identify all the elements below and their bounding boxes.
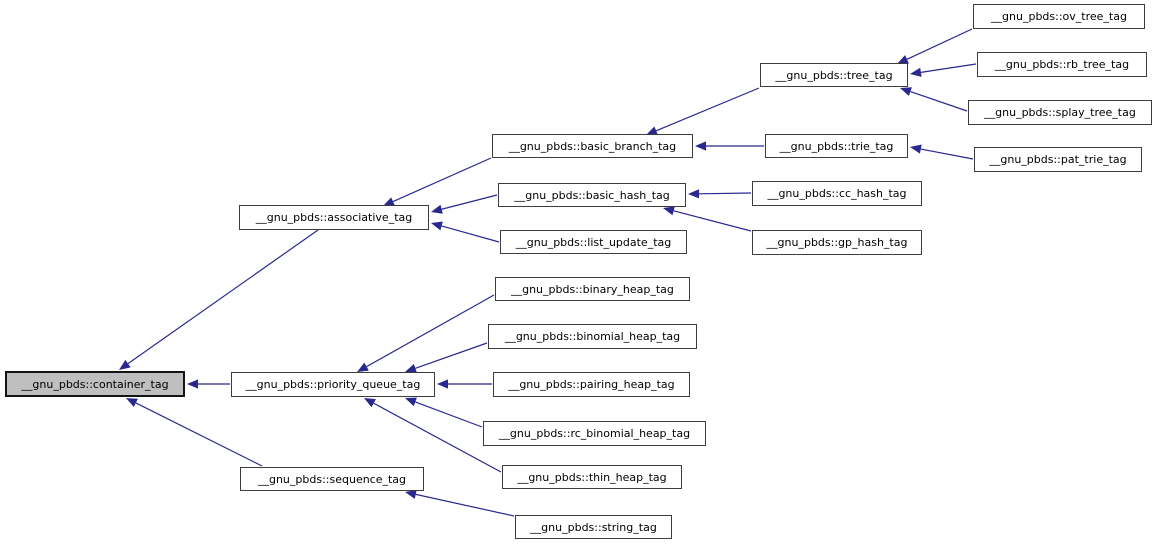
- node-ov_tree_tag[interactable]: __gnu_pbds::ov_tree_tag: [973, 4, 1145, 29]
- node-pairing_heap_tag[interactable]: __gnu_pbds::pairing_heap_tag: [493, 372, 690, 397]
- node-label-sequence_tag: __gnu_pbds::sequence_tag: [257, 472, 407, 486]
- node-string_tag[interactable]: __gnu_pbds::string_tag: [515, 515, 672, 539]
- arrowhead-rb_tree_tag-to-tree_tag: [910, 67, 922, 77]
- arrowhead-trie_tag-to-basic_branch_tag: [695, 141, 706, 151]
- edge-basic_hash_tag-to-associative_tag: [441, 194, 498, 210]
- node-label-ov_tree_tag: __gnu_pbds::ov_tree_tag: [991, 10, 1127, 23]
- node-label-thin_heap_tag: __gnu_pbds::thin_heap_tag: [517, 470, 667, 484]
- edge-rb_tree_tag-to-tree_tag: [920, 63, 977, 73]
- arrowhead-ov_tree_tag-to-tree_tag: [897, 55, 909, 64]
- edge-cc_hash_tag-to-basic_hash_tag: [698, 192, 752, 195]
- arrowhead-cc_hash_tag-to-basic_hash_tag: [688, 189, 700, 199]
- arrowhead-priority_queue_tag-to-container_tag: [187, 379, 198, 389]
- node-gp_hash_tag[interactable]: __gnu_pbds::gp_hash_tag: [752, 230, 922, 255]
- edge-splay_tree_tag-to-tree_tag: [910, 91, 968, 112]
- arrowhead-tree_tag-to-basic_branch_tag: [646, 126, 658, 136]
- node-rc_binomial_heap_tag[interactable]: __gnu_pbds::rc_binomial_heap_tag: [483, 421, 706, 446]
- edge-rc_binomial_heap_tag-to-priority_queue_tag: [415, 401, 483, 428]
- node-binomial_heap_tag[interactable]: __gnu_pbds::binomial_heap_tag: [488, 324, 697, 349]
- edge-ov_tree_tag-to-tree_tag: [906, 28, 973, 60]
- node-label-associative_tag: __gnu_pbds::associative_tag: [255, 211, 413, 224]
- arrowhead-associative_tag-to-container_tag: [119, 359, 131, 370]
- edge-sequence_tag-to-container_tag: [135, 402, 263, 467]
- node-label-rc_binomial_heap_tag: __gnu_pbds::rc_binomial_heap_tag: [498, 427, 691, 440]
- node-label-basic_hash_tag: __gnu_pbds::basic_hash_tag: [514, 188, 670, 202]
- arrowhead-list_update_tag-to-associative_tag: [431, 221, 443, 231]
- edge-string_tag-to-sequence_tag: [415, 493, 515, 517]
- node-label-tree_tag: __gnu_pbds::tree_tag: [775, 68, 893, 82]
- arrowhead-binary_heap_tag-to-priority_queue_tag: [357, 362, 369, 372]
- node-pat_trie_tag[interactable]: __gnu_pbds::pat_trie_tag: [974, 147, 1142, 172]
- arrowhead-splay_tree_tag-to-tree_tag: [900, 87, 912, 96]
- node-cc_hash_tag[interactable]: __gnu_pbds::cc_hash_tag: [752, 181, 922, 206]
- node-label-pairing_heap_tag: __gnu_pbds::pairing_heap_tag: [508, 378, 675, 391]
- arrowhead-pairing_heap_tag-to-priority_queue_tag: [437, 379, 448, 389]
- node-thin_heap_tag[interactable]: __gnu_pbds::thin_heap_tag: [502, 465, 682, 489]
- edge-pat_trie_tag-to-trie_tag: [920, 148, 974, 160]
- node-label-priority_queue_tag: __gnu_pbds::priority_queue_tag: [245, 378, 421, 391]
- arrowhead-basic_hash_tag-to-associative_tag: [431, 204, 443, 214]
- node-label-list_update_tag: __gnu_pbds::list_update_tag: [515, 235, 672, 249]
- node-label-gp_hash_tag: __gnu_pbds::gp_hash_tag: [766, 236, 908, 249]
- arrowhead-rc_binomial_heap_tag-to-priority_queue_tag: [405, 397, 417, 407]
- node-label-splay_tree_tag: __gnu_pbds::splay_tree_tag: [984, 106, 1136, 119]
- node-label-rb_tree_tag: __gnu_pbds::rb_tree_tag: [994, 58, 1130, 71]
- node-binary_heap_tag[interactable]: __gnu_pbds::binary_heap_tag: [495, 277, 690, 301]
- node-priority_queue_tag[interactable]: __gnu_pbds::priority_queue_tag: [231, 372, 435, 397]
- node-label-container_tag: __gnu_pbds::container_tag: [21, 377, 169, 391]
- edge-gp_hash_tag-to-basic_hash_tag: [673, 210, 752, 232]
- node-splay_tree_tag[interactable]: __gnu_pbds::splay_tree_tag: [968, 100, 1152, 125]
- edge-tree_tag-to-basic_branch_tag: [655, 87, 760, 132]
- node-sequence_tag[interactable]: __gnu_pbds::sequence_tag: [240, 467, 424, 491]
- node-label-binary_heap_tag: __gnu_pbds::binary_heap_tag: [511, 282, 674, 296]
- arrowhead-sequence_tag-to-container_tag: [126, 398, 138, 408]
- arrowhead-binomial_heap_tag-to-priority_queue_tag: [405, 363, 417, 373]
- arrowhead-string_tag-to-sequence_tag: [405, 489, 417, 499]
- node-tree_tag[interactable]: __gnu_pbds::tree_tag: [760, 63, 908, 87]
- node-label-binomial_heap_tag: __gnu_pbds::binomial_heap_tag: [504, 330, 681, 343]
- node-label-cc_hash_tag: __gnu_pbds::cc_hash_tag: [767, 187, 907, 200]
- edge-associative_tag-to-container_tag: [127, 229, 319, 365]
- edge-binomial_heap_tag-to-priority_queue_tag: [415, 342, 488, 369]
- node-basic_hash_tag[interactable]: __gnu_pbds::basic_hash_tag: [498, 183, 686, 207]
- node-label-basic_branch_tag: __gnu_pbds::basic_branch_tag: [508, 139, 677, 153]
- node-list_update_tag[interactable]: __gnu_pbds::list_update_tag: [500, 230, 687, 254]
- edge-basic_branch_tag-to-associative_tag: [392, 157, 492, 203]
- arrowhead-thin_heap_tag-to-priority_queue_tag: [364, 398, 376, 408]
- arrowhead-gp_hash_tag-to-basic_hash_tag: [663, 206, 675, 216]
- node-container_tag: __gnu_pbds::container_tag: [5, 371, 185, 397]
- node-associative_tag[interactable]: __gnu_pbds::associative_tag: [239, 205, 429, 230]
- edge-binary_heap_tag-to-priority_queue_tag: [366, 294, 495, 368]
- arrowhead-pat_trie_tag-to-trie_tag: [910, 144, 922, 154]
- node-rb_tree_tag[interactable]: __gnu_pbds::rb_tree_tag: [977, 52, 1147, 77]
- edge-list_update_tag-to-associative_tag: [441, 225, 500, 243]
- node-label-string_tag: __gnu_pbds::string_tag: [530, 520, 657, 534]
- node-label-trie_tag: __gnu_pbds::trie_tag: [779, 139, 894, 153]
- node-trie_tag[interactable]: __gnu_pbds::trie_tag: [765, 134, 908, 158]
- node-label-pat_trie_tag: __gnu_pbds::pat_trie_tag: [989, 153, 1127, 166]
- edge-thin_heap_tag-to-priority_queue_tag: [373, 402, 502, 473]
- arrowhead-basic_branch_tag-to-associative_tag: [383, 197, 395, 206]
- node-basic_branch_tag[interactable]: __gnu_pbds::basic_branch_tag: [492, 134, 693, 158]
